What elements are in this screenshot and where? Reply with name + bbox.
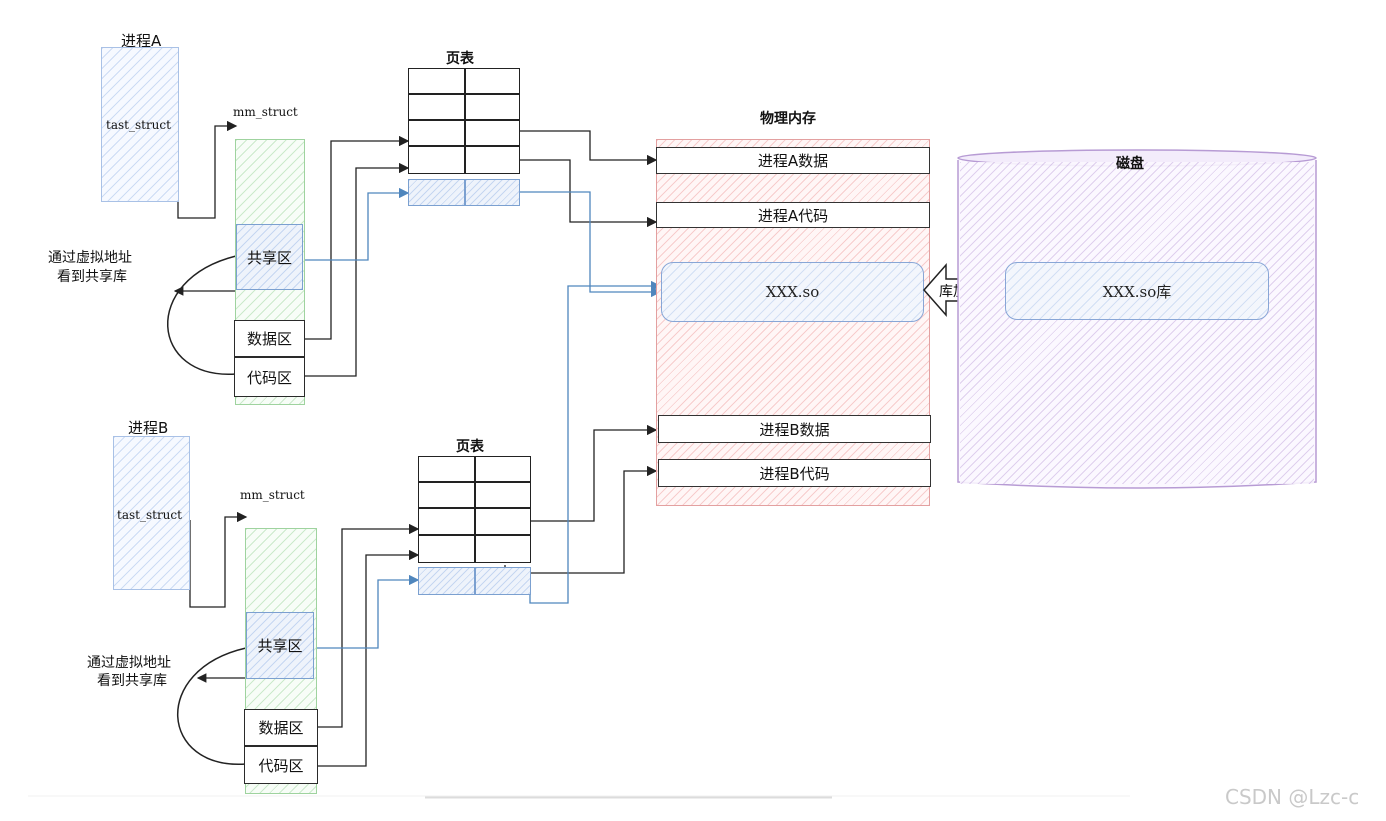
pt-a-cell: [408, 68, 465, 94]
pt-b-cell: [418, 482, 475, 508]
memory-process-b-data-label: 进程B数据: [759, 420, 830, 439]
link-ptb-to-b-data: [530, 424, 658, 522]
process-b-mm-struct-label: mm_struct: [240, 488, 305, 502]
link-a-note-curve: [167, 255, 237, 375]
memory-process-b-code-label: 进程B代码: [759, 464, 830, 483]
process-b-shared-label: 共享区: [257, 637, 303, 655]
pt-b-shared-cell: [418, 567, 475, 595]
link-a-shared-to-pt: [302, 187, 410, 261]
process-a-code-label: 代码区: [246, 368, 292, 387]
process-a-title: 进程A: [121, 32, 162, 50]
process-b-code-region: 代码区: [244, 746, 318, 784]
memory-process-a-data: 进程A数据: [656, 147, 930, 174]
process-a-task-struct: tast_struct: [101, 47, 179, 202]
link-a-data-to-pt: [305, 135, 410, 340]
memory-shared-library-label: XXX.so: [765, 283, 820, 301]
pt-b-cell: [418, 508, 475, 535]
pt-a-cell: [465, 120, 520, 146]
disk-body-hatch: [960, 162, 1314, 484]
disk-title: 磁盘: [1116, 156, 1144, 172]
link-b-data-to-pt: [318, 523, 420, 728]
process-b-data-label: 数据区: [258, 719, 304, 737]
link-b-task-to-mm: [189, 511, 248, 608]
disk-shared-library-label: XXX.so库: [1102, 282, 1172, 301]
pt-a-cell: [465, 94, 520, 120]
watermark: CSDN @Lzc-c: [1225, 785, 1360, 809]
pt-a-cell: [408, 120, 465, 146]
link-a-code-to-pt: [305, 162, 410, 377]
process-a-code-region: 代码区: [234, 357, 305, 397]
process-a-note-line2: 看到共享库: [57, 269, 127, 285]
pt-b-cell: [475, 535, 531, 563]
process-a-shared-label: 共享区: [246, 248, 292, 267]
page-table-b-title: 页表: [456, 439, 484, 455]
disk-shared-library: XXX.so库: [1005, 262, 1269, 320]
memory-process-a-code: 进程A代码: [656, 202, 930, 228]
pt-a-cell: [465, 146, 520, 174]
process-a-note-line1: 通过虚拟地址: [48, 250, 132, 266]
pt-b-cell: [475, 456, 531, 482]
link-b-note-curve: [177, 647, 247, 765]
link-pta-to-so: [520, 191, 662, 298]
memory-process-b-code: 进程B代码: [658, 459, 931, 487]
link-a-task-to-mm: [177, 120, 238, 219]
pt-a-cell: [408, 146, 465, 174]
link-b-shared-to-pt: [314, 574, 420, 649]
memory-shared-library: XXX.so: [661, 262, 924, 322]
link-b-code-to-pt: [318, 549, 420, 767]
physical-memory-title: 物理内存: [760, 111, 816, 127]
memory-process-a-data-label: 进程A数据: [757, 152, 829, 170]
pt-a-cell: [465, 68, 520, 94]
process-b-task-struct: tast_struct: [113, 436, 190, 590]
process-b-note-line2: 看到共享库: [97, 673, 167, 689]
pt-a-shared-cell: [465, 179, 520, 206]
link-ptb-to-so: [529, 280, 662, 604]
process-b-task-struct-label: tast_struct: [117, 508, 182, 522]
link-pta-to-a-data: [520, 130, 658, 166]
memory-process-a-code-label: 进程A代码: [757, 206, 829, 225]
pt-b-cell: [475, 508, 531, 535]
physical-memory: [656, 139, 930, 506]
process-b-code-label: 代码区: [258, 756, 304, 775]
link-pta-to-a-code: [520, 159, 658, 228]
pt-b-cell: [418, 456, 475, 482]
page-table-a-title: 页表: [446, 51, 474, 67]
process-b-data-region: 数据区: [244, 709, 318, 746]
process-a-shared-region: 共享区: [236, 224, 303, 290]
memory-process-b-data: 进程B数据: [658, 415, 931, 443]
pt-a-shared-cell: [408, 179, 465, 206]
process-a-mm-struct-label: mm_struct: [233, 105, 298, 119]
pt-b-shared-cell: [475, 567, 531, 595]
pt-a-cell: [408, 94, 465, 120]
process-b-note-line1: 通过虚拟地址: [87, 655, 171, 671]
process-b-shared-region: 共享区: [246, 612, 314, 679]
process-a-task-struct-label: tast_struct: [106, 118, 171, 132]
pt-b-cell: [475, 482, 531, 508]
process-b-title: 进程B: [128, 419, 169, 437]
process-a-data-region: 数据区: [234, 320, 305, 357]
pt-b-cell: [418, 535, 475, 563]
process-a-data-label: 数据区: [246, 330, 292, 348]
